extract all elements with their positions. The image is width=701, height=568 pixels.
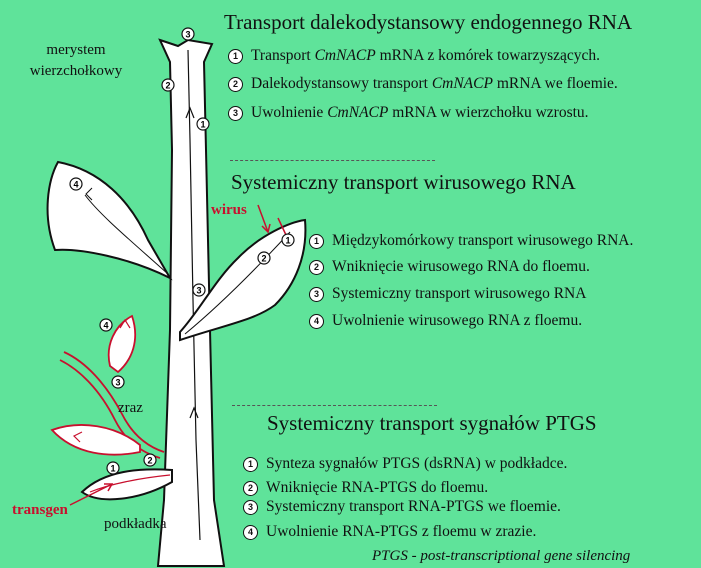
step-number-icon: 3 <box>309 286 324 302</box>
step-number-icon: 2 <box>243 480 258 496</box>
vein-arrow <box>85 187 93 201</box>
svg-text:1: 1 <box>200 120 205 130</box>
transgene-arrow <box>69 483 113 506</box>
svg-text:3: 3 <box>185 30 190 40</box>
ptgs-item: 4 Uwolnienie RNA-PTGS z floemu w zrazie. <box>243 523 536 541</box>
viral-item: 4 Uwolnienie wirusowego RNA z floemu. <box>309 312 582 330</box>
virus-arrow <box>257 204 269 233</box>
step-number-icon: 1 <box>309 233 324 249</box>
virus-label: wirus <box>211 202 247 218</box>
step-number-icon: 2 <box>309 259 324 275</box>
leaf-vein <box>89 474 171 493</box>
svg-text:2: 2 <box>165 81 170 91</box>
endogenous-item: 2 Dalekodystansowy transport CmNACP mRNA… <box>228 75 618 93</box>
scion-label: zraz <box>118 400 143 416</box>
step-number-icon: 2 <box>228 76 243 92</box>
viral-title: Systemiczny transport wirusowego RNA <box>231 170 576 194</box>
virus-arrow <box>261 223 271 234</box>
step-number-icon: 4 <box>243 524 258 540</box>
step-number-icon: 3 <box>243 499 258 515</box>
ptgs-item: 2 Wniknięcie RNA-PTGS do floemu. <box>243 479 488 497</box>
svg-text:1: 1 <box>110 464 115 474</box>
ptgs-title: Systemiczny transport sygnałów PTGS <box>267 411 597 435</box>
phloem-arrow <box>185 106 195 119</box>
ptgs-item: 1 Synteza sygnałów PTGS (dsRNA) w podkła… <box>243 455 567 473</box>
leaf-upper-left <box>46 160 173 281</box>
virus-arrow <box>277 217 287 236</box>
step-number-icon: 1 <box>228 48 243 64</box>
viral-item: 2 Wniknięcie wirusowego RNA do floemu. <box>309 258 590 276</box>
scion-leaf-top <box>107 314 136 374</box>
scion-branch <box>59 359 161 459</box>
endogenous-item: 1 Transport CmNACP mRNA z komórek towarz… <box>228 47 600 65</box>
scion-branch <box>63 351 165 453</box>
svg-text:4: 4 <box>103 321 108 331</box>
marker: 1 <box>106 461 120 475</box>
svg-text:1: 1 <box>285 236 290 246</box>
marker: 1 <box>281 233 295 247</box>
transgene-arrow <box>104 483 114 492</box>
main-stem <box>156 38 226 567</box>
rootstock-label: podkładka <box>104 516 167 532</box>
phloem-arrow <box>189 406 199 419</box>
marker: 2 <box>161 78 175 92</box>
leaf-vein <box>184 231 291 335</box>
leaf-vein <box>84 194 169 275</box>
marker: 4 <box>99 318 113 332</box>
marker: 3 <box>111 375 125 389</box>
scion-leaf-low <box>50 424 141 456</box>
ptgs-item: 3 Systemiczny transport RNA-PTGS we floe… <box>243 498 561 516</box>
svg-text:3: 3 <box>115 378 120 388</box>
meristem-label: merystem wierzchołkowy <box>29 42 123 79</box>
marker: 2 <box>143 453 157 467</box>
step-number-icon: 1 <box>243 456 258 472</box>
marker: 4 <box>69 177 83 191</box>
section-divider <box>230 160 435 161</box>
marker: 1 <box>196 117 210 131</box>
svg-text:2: 2 <box>147 456 152 466</box>
viral-item: 3 Systemiczny transport wirusowego RNA <box>309 285 586 303</box>
scion-arrow <box>72 431 83 443</box>
leaf-rootstock <box>80 468 173 501</box>
step-number-icon: 3 <box>228 105 243 121</box>
step-number-icon: 4 <box>309 313 324 329</box>
svg-text:4: 4 <box>73 180 78 190</box>
marker: 3 <box>181 27 195 41</box>
ptgs-footnote: PTGS - post-transcriptional gene silenci… <box>372 548 631 564</box>
section-divider <box>232 405 437 406</box>
marker: 3 <box>192 283 206 297</box>
endogenous-item: 3 Uwolnienie CmNACP mRNA w wierzchołku w… <box>228 104 589 122</box>
svg-text:2: 2 <box>261 254 266 264</box>
scion-arrow <box>119 318 131 329</box>
transgene-label: transgen <box>12 502 68 518</box>
viral-item: 1 Międzykomórkowy transport wirusowego R… <box>309 232 633 250</box>
leaf-virus <box>179 218 307 342</box>
svg-text:3: 3 <box>196 286 201 296</box>
endogenous-title: Transport dalekodystansowy endogennego R… <box>224 10 633 34</box>
marker: 2 <box>257 251 271 265</box>
